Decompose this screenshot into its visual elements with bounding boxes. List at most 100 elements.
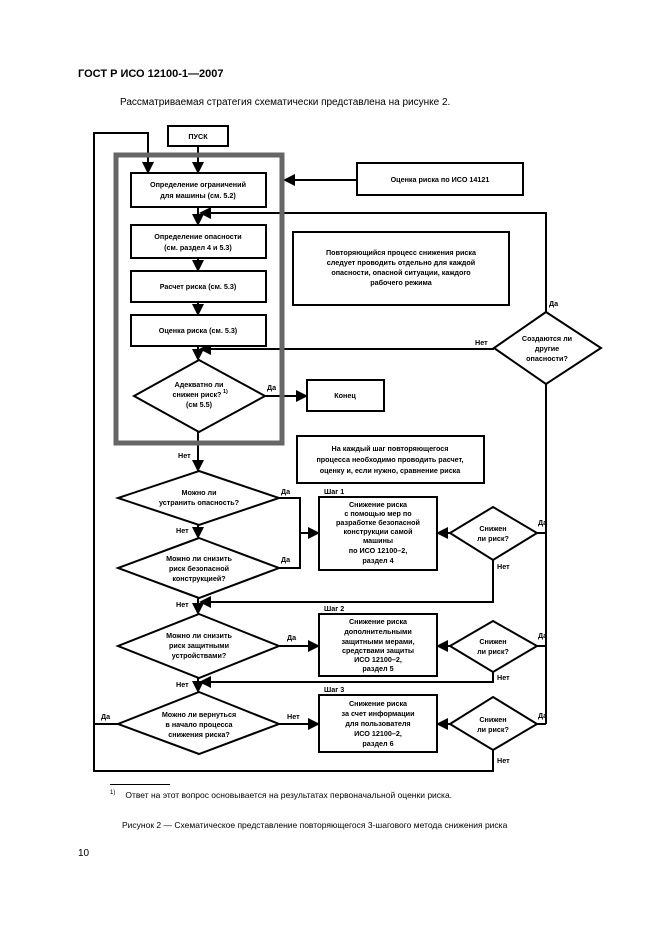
risk-assessment-frame bbox=[113, 152, 285, 446]
label-no: Нет bbox=[497, 562, 510, 571]
footnote-text: Ответ на этот вопрос основывается на рез… bbox=[125, 790, 453, 800]
reduced-decision-2: Снижен ли риск? bbox=[448, 619, 539, 674]
label-yes: Да bbox=[267, 383, 277, 392]
node-text: Снижен bbox=[479, 715, 506, 724]
page-number: 10 bbox=[78, 848, 90, 859]
step3-label: Шаг 3 bbox=[324, 685, 344, 694]
label-no: Нет bbox=[475, 338, 488, 347]
each-step-note: На каждый шаг повторяющегося процесса не… bbox=[296, 435, 485, 484]
label-yes: Да bbox=[549, 299, 559, 308]
node-text: ИСО 12100–2, bbox=[354, 655, 402, 664]
repeat-note: Повторяющийся процесс снижения риска сле… bbox=[292, 231, 510, 306]
node-text: Снижен bbox=[479, 637, 506, 646]
node-text: средствами защиты bbox=[342, 646, 414, 655]
footnote-mark: 1) bbox=[110, 790, 116, 796]
label-no: Нет bbox=[497, 756, 510, 765]
node-text: Создаются ли bbox=[522, 334, 572, 343]
node-text: по ИСО 12100–2, bbox=[349, 546, 407, 555]
node-text: ИСО 12100–2, bbox=[354, 729, 402, 738]
node-text: машины bbox=[363, 536, 393, 545]
figure-caption: Рисунок 2 — Схематическое представление … bbox=[122, 820, 508, 830]
node-text: в начало процесса bbox=[165, 720, 233, 729]
footnote-divider bbox=[110, 784, 170, 785]
node-text: для машины (см. 5.2) bbox=[160, 191, 236, 200]
node-text: конструкцией? bbox=[172, 574, 225, 583]
start-node: ПУСК bbox=[167, 125, 229, 147]
node-text: оценку и, если нужно, сравнение риска bbox=[320, 466, 462, 475]
node-text: раздел 4 bbox=[362, 556, 393, 565]
step1-node: Снижение риска с помощью мер по разработ… bbox=[318, 496, 438, 571]
node-text: устройствами? bbox=[172, 651, 227, 660]
label-yes: Да bbox=[538, 631, 548, 640]
step2-node: Снижение риска дополнительными защитными… bbox=[318, 613, 438, 677]
step2-label: Шаг 2 bbox=[324, 604, 344, 613]
node-text: Можно ли снизить bbox=[166, 554, 232, 563]
node-text: ПУСК bbox=[188, 132, 208, 141]
label-no: Нет bbox=[176, 600, 189, 609]
node-text: Оценка риска по ИСО 14121 bbox=[391, 175, 490, 184]
node-text: защитными мерами, bbox=[341, 637, 414, 646]
node-text: следует проводить отдельно для каждой bbox=[327, 258, 475, 267]
label-yes: Да bbox=[101, 712, 111, 721]
node-text: устранить опасность? bbox=[159, 498, 239, 507]
node-text: процесса необходимо проводить расчет, bbox=[316, 455, 463, 464]
label-yes: Да bbox=[287, 633, 297, 642]
iso14121-node: Оценка риска по ИСО 14121 bbox=[356, 162, 524, 196]
footnote: 1) Ответ на этот вопрос основывается на р… bbox=[110, 790, 452, 800]
node-text: Оценка риска (см. 5.3) bbox=[159, 326, 238, 335]
label-no: Нет bbox=[497, 673, 510, 682]
adequate-decision: Адекватно ли снижен риск? 1) (см 5.5) bbox=[131, 358, 268, 434]
node-text: Можно ли снизить bbox=[166, 631, 232, 640]
node-text: риск защитными bbox=[169, 641, 229, 650]
label-yes: Да bbox=[281, 555, 291, 564]
node-text: Конец bbox=[334, 391, 356, 400]
node-text: ли риск? bbox=[477, 647, 509, 656]
node-text: разработке безопасной bbox=[336, 518, 420, 527]
node-text: Определение опасности bbox=[154, 232, 241, 241]
node-text: рабочего режима bbox=[370, 278, 433, 287]
limits-node: Определение ограничений для машины (см. … bbox=[130, 172, 267, 208]
label-no: Нет bbox=[178, 451, 191, 460]
node-text: Определение ограничений bbox=[150, 180, 246, 189]
node-text: с помощью мер по bbox=[344, 509, 412, 518]
node-text: Адекватно ли bbox=[175, 380, 224, 389]
step3-node: Снижение риска за счет информации для по… bbox=[318, 694, 438, 753]
other-hazards-decision: Создаются ли другие опасности? bbox=[492, 310, 603, 386]
node-text: Повторяющийся процесс снижения риска bbox=[326, 248, 477, 257]
eliminate-decision: Можно ли устранить опасность? bbox=[114, 469, 283, 527]
safeguard-decision: Можно ли снизить риск защитными устройст… bbox=[115, 612, 282, 680]
node-text: за счет информации bbox=[342, 709, 415, 718]
label-no: Нет bbox=[176, 680, 189, 689]
node-text: опасности? bbox=[526, 354, 568, 363]
label-yes: Да bbox=[538, 711, 548, 720]
node-text: Снижение риска bbox=[349, 617, 408, 626]
node-text: снижения риска? bbox=[168, 730, 230, 739]
node-text: ли риск? bbox=[477, 534, 509, 543]
return-decision: Можно ли вернуться в начало процесса сни… bbox=[115, 690, 282, 756]
node-text: (см 5.5) bbox=[186, 400, 213, 409]
node-text: риск безопасной bbox=[169, 564, 229, 573]
reduced-decision-3: Снижен ли риск? bbox=[448, 695, 539, 752]
node-text: дополнительными bbox=[344, 627, 412, 636]
reduced-decision-1: Снижен ли риск? bbox=[448, 505, 539, 562]
node-text: раздел 5 bbox=[362, 664, 393, 673]
node-text: конструкции самой bbox=[343, 527, 412, 536]
node-text: опасности, опасной ситуации, каждого bbox=[331, 268, 471, 277]
estimation-node: Расчет риска (см. 5.3) bbox=[130, 270, 267, 303]
intro-text: Рассматриваемая стратегия схематически п… bbox=[120, 97, 451, 108]
node-text: Можно ли вернуться bbox=[162, 710, 236, 719]
node-text: Можно ли bbox=[181, 488, 216, 497]
node-text: Снижение риска bbox=[349, 699, 408, 708]
label-yes: Да bbox=[281, 487, 291, 496]
node-text: снижен риск? bbox=[173, 390, 222, 399]
node-text: Снижение риска bbox=[349, 500, 408, 509]
node-text: Снижен bbox=[479, 524, 506, 533]
connectors bbox=[93, 132, 547, 772]
inherent-design-decision: Можно ли снизить риск безопасной констру… bbox=[115, 536, 282, 600]
label-yes: Да bbox=[538, 518, 548, 527]
node-text: Расчет риска (см. 5.3) bbox=[160, 282, 237, 291]
node-text: (см. раздел 4 и 5.3) bbox=[164, 243, 232, 252]
label-no: Нет bbox=[287, 712, 300, 721]
label-no: Нет bbox=[176, 526, 189, 535]
